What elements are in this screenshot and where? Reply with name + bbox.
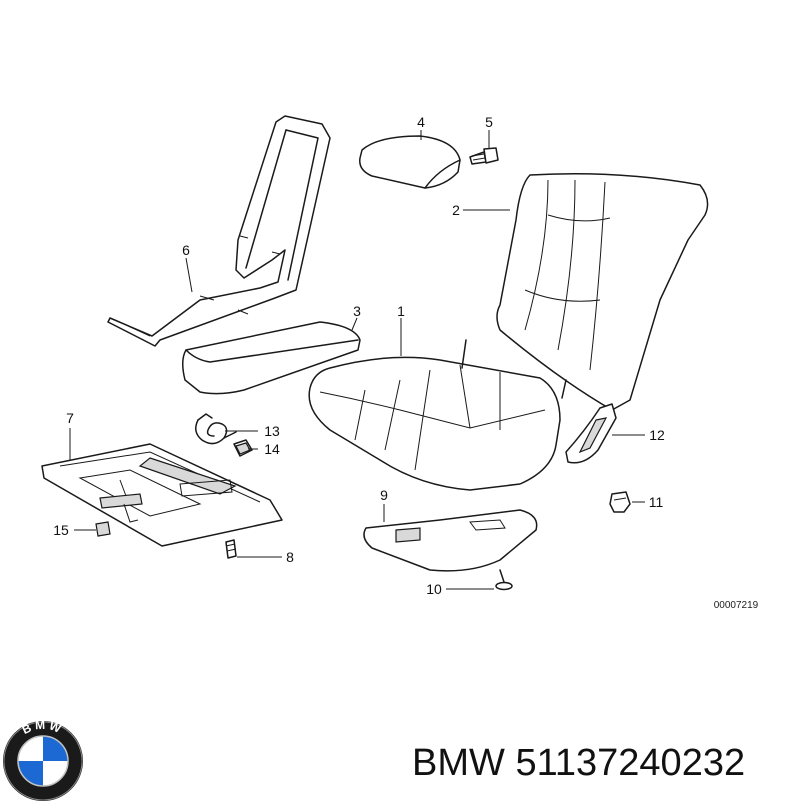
callout-8: 8 — [286, 549, 294, 565]
callout-15: 15 — [53, 522, 69, 538]
screw-part-8 — [225, 539, 237, 559]
armrest-cushion-part-3 — [182, 321, 361, 395]
logo-blue-quadrant-top — [43, 736, 68, 761]
callout-7: 7 — [66, 410, 74, 426]
backrest-part-2 — [496, 173, 709, 411]
bmw-logo: BMW — [3, 718, 83, 801]
callout-3: 3 — [353, 303, 361, 319]
leader-lines — [69, 130, 645, 590]
callout-4: 4 — [417, 114, 425, 130]
side-panel-part-9 — [363, 509, 538, 572]
reference-code: 00007219 — [714, 600, 759, 611]
callout-6: 6 — [182, 242, 190, 258]
callout-10: 10 — [426, 581, 442, 597]
armrest-frame-part-6 — [107, 115, 331, 347]
bolt-part-5 — [469, 147, 499, 165]
clip-part-11 — [609, 491, 631, 513]
part-caption: BMW 51137240232 — [412, 738, 745, 788]
side-trim-part-12 — [565, 403, 617, 464]
part-number: 51137240232 — [515, 742, 746, 784]
brand-label: BMW — [412, 742, 505, 784]
grommet-part-14 — [233, 439, 253, 457]
rivet-part-10 — [495, 569, 513, 591]
svg-text:BMW: BMW — [20, 718, 66, 737]
clip-part-15 — [95, 521, 111, 537]
seat-frame-part-7 — [41, 443, 283, 547]
callout-14: 14 — [264, 441, 280, 457]
callout-9: 9 — [380, 487, 388, 503]
logo-blue-quadrant-bottom — [18, 761, 43, 786]
seat-cushion-part-1 — [308, 339, 567, 491]
callout-11: 11 — [649, 494, 664, 510]
head-cushion-part-4 — [359, 135, 461, 189]
callout-2: 2 — [452, 202, 460, 218]
callout-12: 12 — [649, 427, 665, 443]
callout-13: 13 — [264, 423, 280, 439]
callout-5: 5 — [485, 114, 493, 130]
logo-text: BMW — [20, 718, 63, 737]
spring-part-13 — [195, 413, 237, 445]
callout-1: 1 — [397, 303, 405, 319]
